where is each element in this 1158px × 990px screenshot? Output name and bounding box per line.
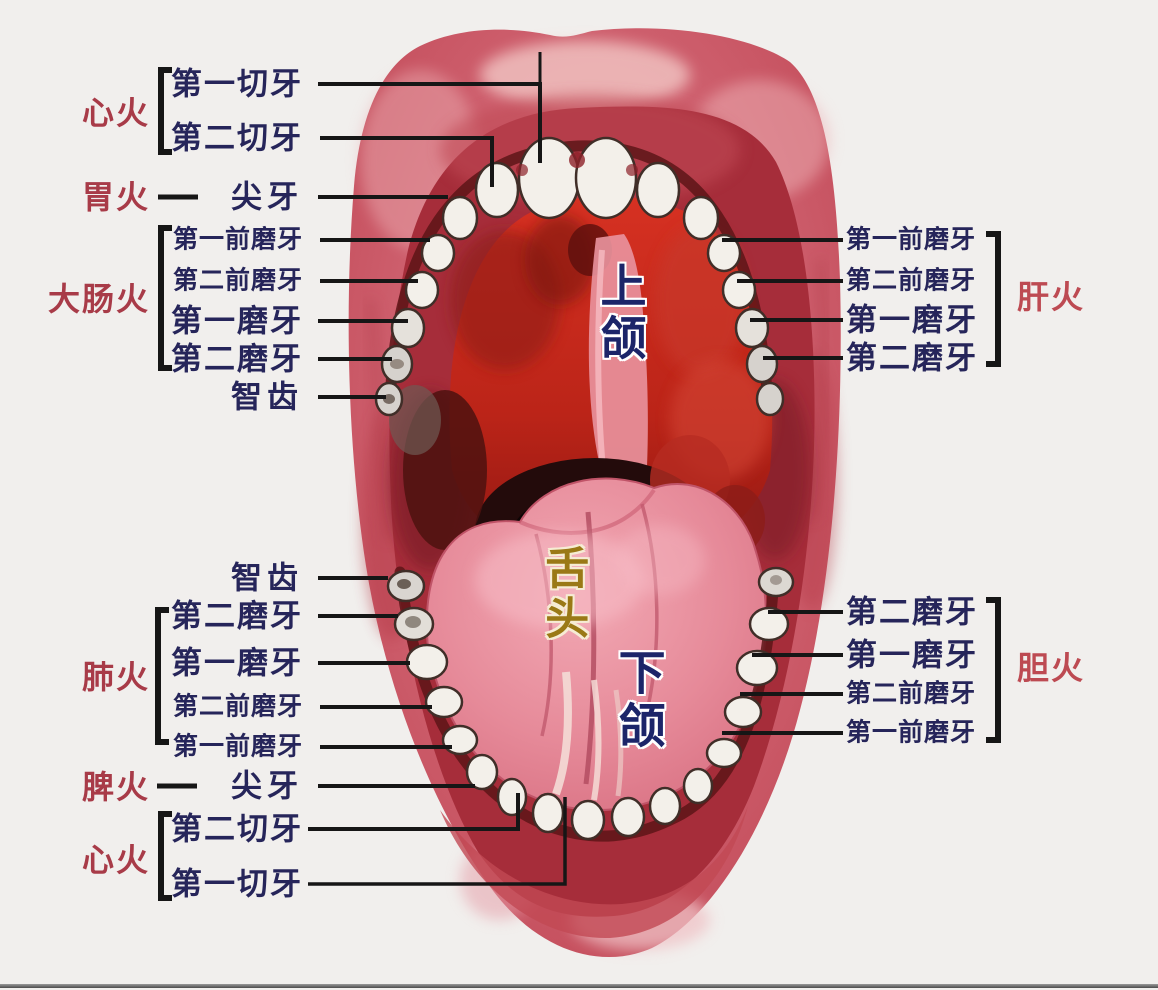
bottom-edge-rule <box>0 984 1158 988</box>
tooth-label-ul-first-premolar: 第一前磨牙 <box>172 226 303 254</box>
organ-label-stomach-fire: 胃火 <box>81 179 150 215</box>
tooth-label-ul-second-molar: 第二磨牙 <box>171 341 303 377</box>
bracket-gallbladder <box>986 597 1001 743</box>
region-label-tongue: 舌头 <box>538 545 588 645</box>
tooth-label-ur-first-premolar: 第一前磨牙 <box>846 226 977 254</box>
tooth-label-lr-first-premolar: 第一前磨牙 <box>846 719 977 747</box>
tooth-label-ll-first-molar: 第一磨牙 <box>171 645 303 681</box>
bracket-large-intestine <box>158 225 172 371</box>
tooth-label-ur-second-premolar: 第二前磨牙 <box>846 267 977 295</box>
organ-label-upper-heart-fire: 心火 <box>81 95 150 131</box>
tooth-label-ul-wisdom-tooth: 智齿 <box>231 379 303 415</box>
group-brackets <box>155 67 1001 901</box>
organ-label-large-intestine-fire: 大肠火 <box>47 281 150 317</box>
organ-label-lung-fire: 肺火 <box>81 659 150 695</box>
tooth-label-ll-second-molar: 第二磨牙 <box>171 598 303 634</box>
tooth-label-ll-first-premolar: 第一前磨牙 <box>172 733 303 761</box>
leader-lines <box>308 52 843 886</box>
tooth-label-ur-second-molar: 第二磨牙 <box>846 340 978 376</box>
tongue-shape <box>425 477 767 812</box>
tooth-label-ll-wisdom-tooth: 智齿 <box>231 560 303 596</box>
tooth-label-ll-first-incisor: 第一切牙 <box>171 866 303 902</box>
tooth-label-ul-first-incisor: 第一切牙 <box>171 66 303 102</box>
bracket-liver <box>986 231 1001 367</box>
upper-teeth <box>374 136 785 417</box>
region-label-upper-jaw: 上颌 <box>594 262 646 366</box>
bracket-lung <box>155 607 169 745</box>
tooth-label-ul-canine: 尖牙 <box>231 179 303 215</box>
tooth-label-ur-first-molar: 第一磨牙 <box>846 302 978 338</box>
organ-label-lower-heart-fire: 心火 <box>81 842 150 878</box>
tooth-label-lr-first-molar: 第一磨牙 <box>846 637 978 673</box>
tooth-label-ul-second-premolar: 第二前磨牙 <box>172 267 303 295</box>
organ-label-spleen-fire: 脾火 <box>81 769 150 805</box>
organ-label-liver-fire: 肝火 <box>1017 279 1086 315</box>
organ-label-gallbladder-fire: 胆火 <box>1017 650 1086 686</box>
tooth-label-ul-first-molar: 第一磨牙 <box>171 303 303 339</box>
region-label-lower-jaw: 下颌 <box>610 648 663 754</box>
bracket-upper-heart <box>158 67 172 155</box>
frenulum-strands <box>552 671 624 801</box>
tooth-label-lr-second-premolar: 第二前磨牙 <box>846 680 977 708</box>
tooth-label-ll-canine: 尖牙 <box>231 768 303 804</box>
tooth-label-lr-second-molar: 第二磨牙 <box>846 594 978 630</box>
tooth-label-ll-second-premolar: 第二前磨牙 <box>172 693 303 721</box>
tooth-label-ul-second-incisor: 第二切牙 <box>171 120 303 156</box>
tooth-label-ll-second-incisor: 第二切牙 <box>171 811 303 847</box>
bracket-lower-heart <box>158 811 172 901</box>
